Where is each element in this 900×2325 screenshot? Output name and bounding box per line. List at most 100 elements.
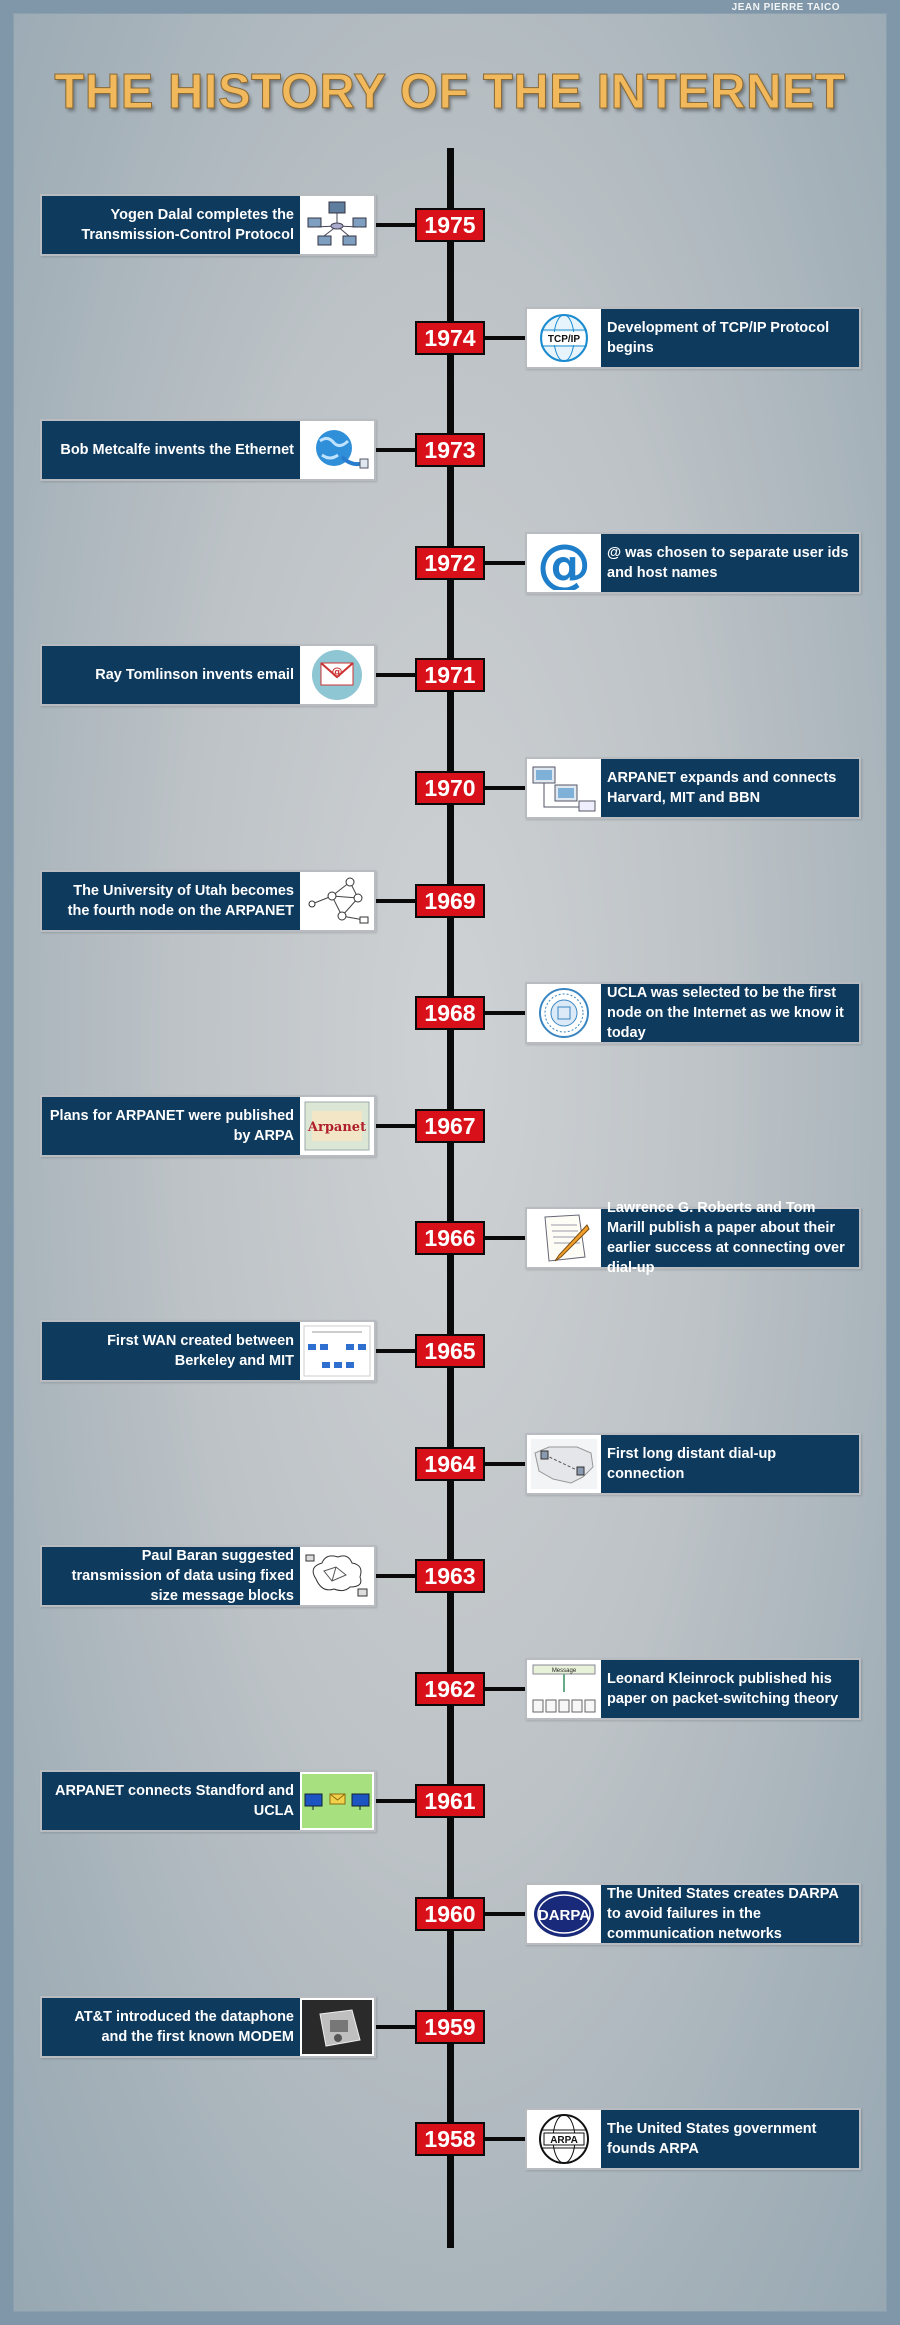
event-card: First long distant dial-up connection	[525, 1433, 861, 1495]
darpa-logo-icon: DARPA	[527, 1885, 601, 1943]
event-description: @ was chosen to separate user ids and ho…	[601, 534, 859, 592]
connector-line	[376, 2025, 416, 2029]
event-card: ARPANET expands and connects Harvard, MI…	[525, 757, 861, 819]
at-sign-icon: @	[527, 534, 601, 592]
event-description: Development of TCP/IP Protocol begins	[601, 309, 859, 367]
connector-line	[376, 899, 416, 903]
event-description: Plans for ARPANET were published by ARPA	[42, 1097, 300, 1155]
connector-line	[484, 1011, 526, 1015]
event-description: Leonard Kleinrock published his paper on…	[601, 1660, 859, 1718]
connector-line	[484, 2137, 526, 2141]
event-card: Bob Metcalfe invents the Ethernet	[40, 419, 376, 481]
ethernet-globe-icon	[300, 421, 374, 479]
year-badge: 1961	[415, 1784, 485, 1818]
connector-line	[376, 223, 416, 227]
event-card: DARPA The United States creates DARPA to …	[525, 1883, 861, 1945]
year-badge: 1971	[415, 658, 485, 692]
wan-diagram-icon	[300, 1322, 374, 1380]
connector-line	[484, 786, 526, 790]
connector-line	[376, 1799, 416, 1803]
event-description: UCLA was selected to be the first node o…	[601, 984, 859, 1042]
connector-line	[376, 448, 416, 452]
page-title: THE HISTORY OF THE INTERNET	[54, 65, 846, 120]
year-badge: 1958	[415, 2122, 485, 2156]
two-computers-mail-icon	[300, 1772, 374, 1830]
event-description: First WAN created between Berkeley and M…	[42, 1322, 300, 1380]
timeline-axis	[447, 148, 454, 2248]
year-badge: 1969	[415, 884, 485, 918]
cloud-network-icon	[300, 1547, 374, 1605]
connector-line	[376, 1124, 416, 1128]
event-card: Message Leonard Kleinrock published his …	[525, 1658, 861, 1720]
event-description: Lawrence G. Roberts and Tom Marill publi…	[601, 1200, 859, 1276]
network-computers-icon	[300, 196, 374, 254]
event-description: Yogen Dalal completes the Transmission-C…	[42, 196, 300, 254]
svg-text:Message: Message	[552, 1668, 577, 1674]
event-description: Bob Metcalfe invents the Ethernet	[42, 421, 300, 479]
connector-line	[484, 1462, 526, 1466]
year-badge: 1964	[415, 1447, 485, 1481]
year-badge: 1968	[415, 996, 485, 1030]
event-card: Yogen Dalal completes the Transmission-C…	[40, 194, 376, 256]
event-description: ARPANET connects Standford and UCLA	[42, 1772, 300, 1830]
usa-map-icon	[527, 1435, 601, 1493]
connector-line	[484, 561, 526, 565]
email-envelope-icon: @	[300, 646, 374, 704]
connector-line	[376, 1349, 416, 1353]
event-card: The University of Utah becomes the fourt…	[40, 870, 376, 932]
event-description: First long distant dial-up connection	[601, 1435, 859, 1493]
event-description: Paul Baran suggested transmission of dat…	[42, 1547, 300, 1605]
connector-line	[376, 673, 416, 677]
node-diagram-icon	[300, 872, 374, 930]
event-description: ARPANET expands and connects Harvard, MI…	[601, 759, 859, 817]
connector-line	[376, 1574, 416, 1578]
event-card: UCLA was selected to be the first node o…	[525, 982, 861, 1044]
event-card: Lawrence G. Roberts and Tom Marill publi…	[525, 1200, 861, 1276]
arpanet-logo-icon: Arpanet	[300, 1097, 374, 1155]
year-badge: 1963	[415, 1559, 485, 1593]
connector-line	[484, 1912, 526, 1916]
year-badge: 1966	[415, 1221, 485, 1255]
connector-line	[484, 1687, 526, 1691]
event-card: Plans for ARPANET were published by ARPA…	[40, 1095, 376, 1157]
event-card: TCP/IP Development of TCP/IP Protocol beg…	[525, 307, 861, 369]
ucla-seal-icon	[527, 984, 601, 1042]
tcpip-globe-icon: TCP/IP	[527, 309, 601, 367]
event-card: Paul Baran suggested transmission of dat…	[40, 1545, 376, 1607]
year-badge: 1970	[415, 771, 485, 805]
event-description: Ray Tomlinson invents email	[42, 646, 300, 704]
packet-diagram-icon: Message	[527, 1660, 601, 1718]
arpa-globe-icon: ARPA	[527, 2110, 601, 2168]
svg-text:Arpanet: Arpanet	[307, 1120, 366, 1135]
svg-text:TCP/IP: TCP/IP	[548, 334, 581, 345]
connector-line	[484, 336, 526, 340]
year-badge: 1959	[415, 2010, 485, 2044]
year-badge: 1972	[415, 546, 485, 580]
event-card: AT&T introduced the dataphone and the fi…	[40, 1996, 376, 2058]
author-credit: JEAN PIERRE TAICO	[731, 2, 840, 13]
event-description: The University of Utah becomes the fourt…	[42, 872, 300, 930]
event-description: AT&T introduced the dataphone and the fi…	[42, 1998, 300, 2056]
connector-line	[484, 1236, 526, 1240]
svg-text:@: @	[537, 536, 591, 590]
event-card: @@ was chosen to separate user ids and h…	[525, 532, 861, 594]
year-badge: 1974	[415, 321, 485, 355]
event-description: The United States government founds ARPA	[601, 2110, 859, 2168]
year-badge: 1967	[415, 1109, 485, 1143]
paper-pencil-icon	[527, 1209, 601, 1267]
year-badge: 1975	[415, 208, 485, 242]
svg-text:@: @	[332, 665, 343, 678]
event-card: ARPANET connects Standford and UCLA	[40, 1770, 376, 1832]
dataphone-icon	[300, 1998, 374, 2056]
svg-text:DARPA: DARPA	[538, 1907, 590, 1924]
svg-text:ARPA: ARPA	[550, 2135, 578, 2146]
year-badge: 1965	[415, 1334, 485, 1368]
computers-icon	[527, 759, 601, 817]
event-card: ARPA The United States government founds …	[525, 2108, 861, 2170]
event-card: Ray Tomlinson invents email @	[40, 644, 376, 706]
year-badge: 1960	[415, 1897, 485, 1931]
year-badge: 1962	[415, 1672, 485, 1706]
year-badge: 1973	[415, 433, 485, 467]
event-card: First WAN created between Berkeley and M…	[40, 1320, 376, 1382]
event-description: The United States creates DARPA to avoid…	[601, 1885, 859, 1943]
